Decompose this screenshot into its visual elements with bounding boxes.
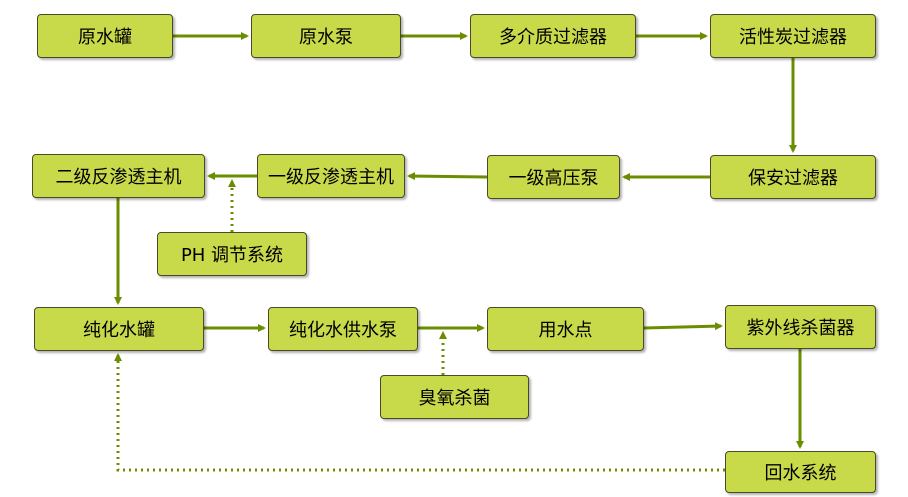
node-stage2-ro: 二级反渗透主机 xyxy=(32,154,205,198)
node-carbon-filter: 活性炭过滤器 xyxy=(710,14,876,58)
dotted-arrow-return-to-pure-tank xyxy=(114,353,725,472)
node-ph-adjust: PH 调节系统 xyxy=(157,232,307,276)
node-multimedia-filter: 多介质过滤器 xyxy=(470,14,636,58)
arrow-use-point-to-uv xyxy=(643,322,723,331)
node-raw-tank: 原水罐 xyxy=(37,14,173,58)
node-ozone-sterilize: 臭氧杀菌 xyxy=(380,375,529,419)
node-uv-sterilizer: 紫外线杀菌器 xyxy=(725,305,876,349)
node-pure-supply-pump: 纯化水供水泵 xyxy=(268,307,418,351)
node-raw-pump: 原水泵 xyxy=(251,14,401,58)
node-pure-tank: 纯化水罐 xyxy=(34,307,204,351)
node-stage1-hp-pump: 一级高压泵 xyxy=(487,155,620,199)
node-use-point: 用水点 xyxy=(487,307,644,351)
node-stage1-ro: 一级反渗透主机 xyxy=(257,154,405,198)
node-security-filter: 保安过滤器 xyxy=(710,155,876,199)
arrow-hp-pump-to-ro1 xyxy=(407,172,488,181)
node-return-system: 回水系统 xyxy=(725,451,876,493)
